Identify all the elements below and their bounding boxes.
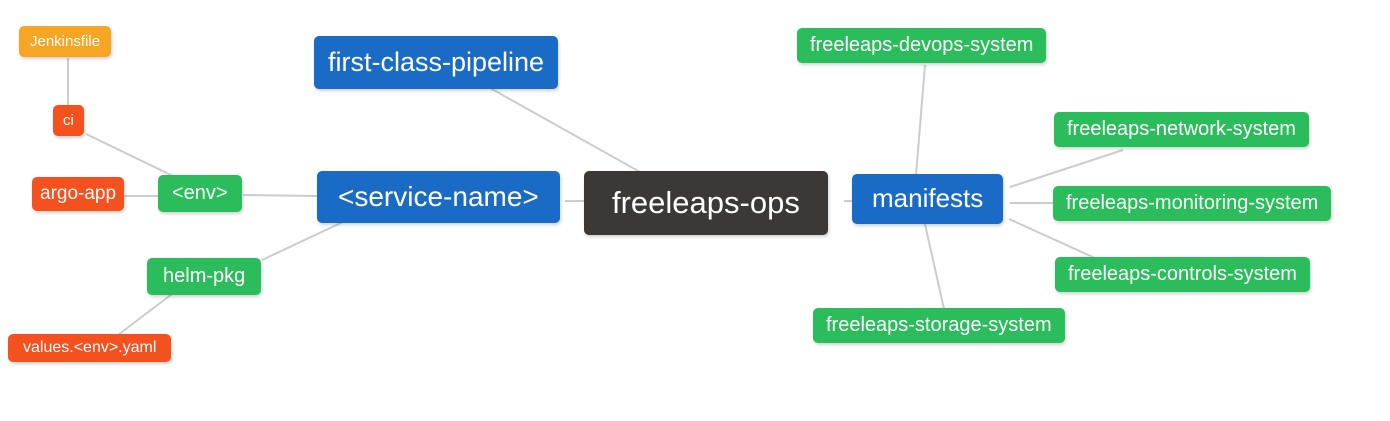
- node-values-env-yaml[interactable]: values.<env>.yaml: [8, 334, 172, 363]
- edge-manifests-controls: [1008, 218, 1096, 259]
- node-argo-app[interactable]: argo-app: [32, 177, 125, 211]
- edge-fcp-ops: [489, 87, 641, 173]
- edge-servicename-helmpkg: [261, 220, 346, 261]
- node-freeleaps-devops-system[interactable]: freeleaps-devops-system: [797, 28, 1047, 63]
- node-freeleaps-controls-system[interactable]: freeleaps-controls-system: [1055, 257, 1310, 292]
- edge-env-servicename: [242, 194, 318, 197]
- node-helm-pkg[interactable]: helm-pkg: [147, 258, 262, 295]
- edge-manifests-devops: [915, 64, 926, 176]
- node-ci[interactable]: ci: [53, 105, 84, 137]
- node-freeleaps-storage-system[interactable]: freeleaps-storage-system: [813, 308, 1065, 343]
- node-jenkinsfile[interactable]: Jenkinsfile: [19, 26, 112, 58]
- node-service-name[interactable]: <service-name>: [317, 171, 560, 224]
- node-freeleaps-ops-root[interactable]: freeleaps-ops: [584, 171, 828, 235]
- node-manifests[interactable]: manifests: [852, 174, 1004, 224]
- edge-manifests-network: [1009, 149, 1124, 188]
- node-first-class-pipeline[interactable]: first-class-pipeline: [314, 36, 559, 90]
- node-freeleaps-network-system[interactable]: freeleaps-network-system: [1054, 112, 1309, 147]
- edge-ci-env: [85, 133, 174, 177]
- edge-helmpkg-values: [117, 293, 173, 336]
- node-freeleaps-monitoring-system[interactable]: freeleaps-monitoring-system: [1053, 186, 1332, 221]
- node-env[interactable]: <env>: [158, 175, 242, 212]
- edge-manifests-storage: [924, 223, 945, 310]
